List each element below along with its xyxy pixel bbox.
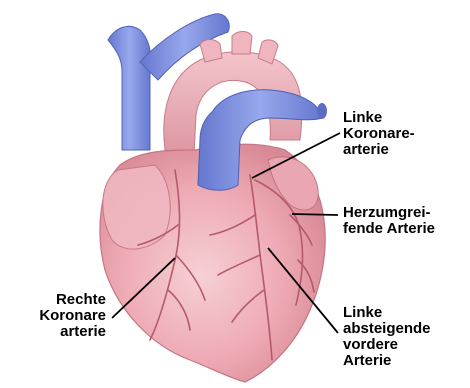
label-left-coronary: Linke Koronare- arterie <box>343 110 415 158</box>
label-circumflex: Herzumgrei- fende Arterie <box>343 205 435 237</box>
label-right-coronary: Rechte Koronare arterie <box>18 292 106 340</box>
label-lad: Linke absteigende vordere Arterie <box>343 305 431 369</box>
leader-circumflex <box>292 214 338 215</box>
